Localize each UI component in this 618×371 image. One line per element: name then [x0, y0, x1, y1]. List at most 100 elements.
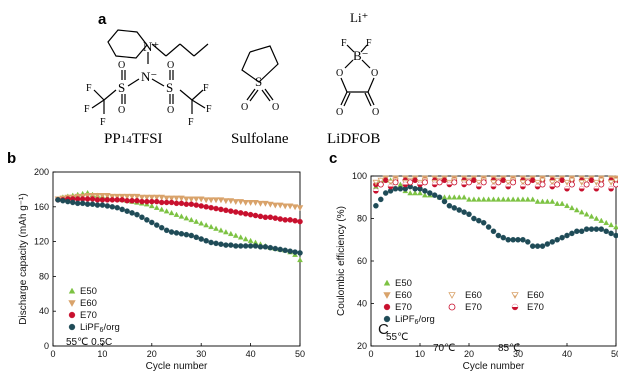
panel-b-point-lipf6org: [79, 200, 86, 207]
panel-c-point-e60-85: [549, 179, 556, 186]
panel-c-point-lipf6org-55: [461, 209, 467, 215]
lidfob-f2: F: [366, 38, 372, 49]
panel-c-point-e60-70: [377, 177, 385, 184]
legend-c-group-70: 70℃: [433, 343, 455, 354]
panel-c-point-e50-55: [583, 211, 590, 217]
panel-c-point-lipf6org-55: [549, 239, 556, 245]
panel-c-point-e60-70: [553, 177, 561, 184]
panel-c-point-e70-70: [613, 181, 618, 188]
panel-c-point-e60-85: [490, 179, 497, 186]
panel-b-point-e50: [227, 230, 234, 237]
panel-b-point-e70: [277, 216, 283, 222]
panel-b-point-lipf6org: [193, 234, 200, 240]
panel-c-point-e60-70: [583, 177, 590, 184]
sulfolane-o1: O: [241, 102, 248, 113]
panel-b-point-lipf6org: [99, 202, 106, 208]
panel-b-point-lipf6org: [119, 206, 125, 213]
panel-c-point-e50-55: [520, 196, 526, 202]
panel-b-point-lipf6org: [168, 229, 175, 235]
panel-c-point-e50-55: [397, 181, 404, 187]
legend-c-swatch-e60-85: [511, 292, 519, 299]
panel-b-point-e60: [168, 195, 175, 202]
panel-c-xtick-label: 50: [611, 349, 618, 359]
panel-b-point-e70: [158, 199, 165, 206]
panel-b-point-lipf6org: [247, 243, 254, 249]
panel-b-point-e70: [233, 209, 239, 215]
panel-c-point-e70-85: [476, 183, 482, 190]
panel-c-legend: E50 E60 E70 LiPF6/org E60 E70 E60 E70 55…: [383, 278, 544, 354]
panel-c-point-e50-55: [608, 221, 614, 228]
panel-c-point-lipf6org-55: [613, 232, 618, 239]
panel-b-ytick-label: 40: [39, 306, 49, 316]
panel-c-point-e70-70: [510, 179, 517, 186]
panel-b-point-e50: [203, 222, 209, 228]
panel-b-point-lipf6org: [282, 247, 288, 254]
panel-b-point-e70: [99, 197, 106, 203]
panel-b-point-lipf6org: [228, 242, 234, 248]
panel-c-point-e50-55: [466, 196, 472, 202]
panel-c-point-lipf6org-55: [505, 236, 511, 243]
panel-c-point-lipf6org-55: [534, 243, 541, 249]
panel-b-point-e50: [297, 256, 303, 263]
panel-b-point-lipf6org: [183, 231, 190, 238]
panel-c-point-e70-85: [417, 181, 423, 188]
panel-c-point-lipf6org-55: [559, 234, 565, 241]
panel-c-point-e70-85: [461, 181, 467, 188]
panel-c-point-e50-55: [534, 198, 541, 204]
panel-c-point-lipf6org-55: [476, 217, 482, 224]
panel-b-point-e70: [237, 210, 244, 216]
panel-b-point-e50: [188, 216, 195, 223]
panel-c-ytick-label: 60: [357, 256, 367, 266]
panel-c-point-e70-70: [421, 179, 428, 186]
legend-b-swatch-e60: [68, 300, 76, 307]
panel-c-point-e60-85: [563, 179, 571, 186]
panel-b-point-e60: [281, 203, 289, 210]
tfsi-n-minus: N⁻: [141, 69, 157, 84]
panel-c-point-e60-85: [387, 179, 394, 186]
panel-b-point-e70: [89, 196, 96, 202]
panel-b-point-lipf6org: [129, 210, 135, 216]
panel-c-point-e50-55: [456, 194, 463, 200]
panel-b-point-e50: [173, 211, 180, 217]
panel-b-point-e70: [134, 197, 140, 204]
panel-c-point-e50-55: [603, 219, 610, 225]
panel-c-point-e50-55: [505, 196, 512, 202]
panel-b-point-lipf6org: [208, 239, 214, 246]
lidfob-li: Li⁺: [350, 10, 368, 25]
legend-c-lipf6-55: LiPF6/org: [395, 314, 435, 326]
lidfob-o4: O: [372, 107, 379, 118]
panel-b-point-lipf6org: [267, 244, 274, 251]
panel-c-point-lipf6org-55: [427, 190, 433, 196]
panel-c-point-lipf6org-55: [495, 232, 502, 239]
panel-b-point-e70: [109, 197, 116, 203]
panel-c-point-lipf6org-55: [373, 202, 379, 209]
panel-b-condition-note: 55℃ 0.5C: [66, 337, 112, 348]
panel-b-point-e70: [144, 198, 150, 205]
panel-c-point-lipf6org-55: [510, 236, 516, 243]
panel-b-point-e70: [257, 213, 264, 220]
panel-b-point-e50: [183, 215, 190, 221]
panel-c-point-lipf6org-55: [485, 224, 492, 230]
panel-c-point-e70-70: [407, 179, 414, 186]
panel-c-ylabel: Coulombic efficiency (%): [336, 206, 347, 316]
panel-c-point-e50-55: [461, 194, 467, 200]
legend-c-swatch-e50-55: [383, 279, 391, 286]
panel-b-point-e60: [197, 196, 205, 203]
panel-b-point-e60: [262, 200, 269, 207]
panel-c-point-lipf6org-55: [412, 185, 418, 192]
tfsi-o3: O: [167, 60, 174, 71]
panel-b-point-e60: [89, 193, 96, 199]
panel-b-point-lipf6org: [65, 198, 71, 205]
panel-b-point-e70: [267, 214, 274, 220]
panel-c-point-e70-85: [505, 183, 511, 190]
panel-b-point-lipf6org: [74, 200, 81, 207]
panel-b-point-e60: [138, 194, 146, 201]
panel-c-point-e70-85: [402, 181, 409, 188]
panel-b-point-e60: [113, 193, 121, 200]
panel-c-point-e70-70: [568, 181, 575, 188]
panel-b-point-e70: [223, 207, 229, 214]
panel-c-point-e50-55: [593, 215, 600, 221]
panel-b-point-e50: [158, 206, 165, 212]
panel-c-point-lipf6org-55: [480, 219, 487, 226]
